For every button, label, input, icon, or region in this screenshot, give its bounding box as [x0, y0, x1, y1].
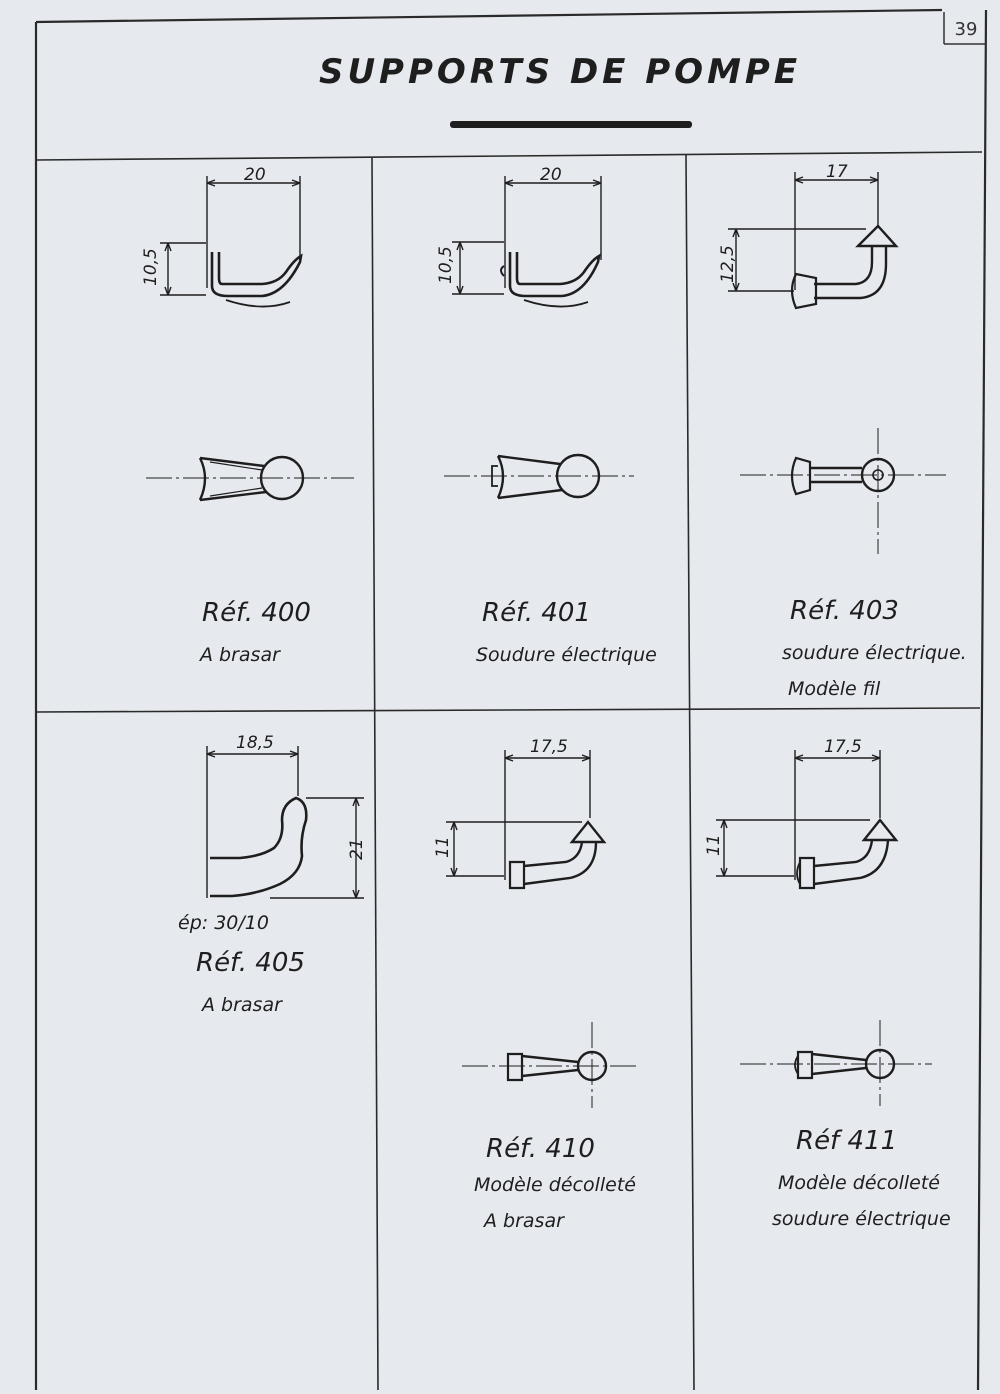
ref-400-dim-height: 10,5	[141, 248, 161, 286]
page-number: 39	[954, 19, 978, 40]
page-number-box	[943, 12, 986, 45]
ref-405-thickness: ép: 30/10	[178, 912, 269, 934]
ref-405-dim-width: 18,5	[236, 733, 274, 753]
ref-411-label: Réf 411	[796, 1126, 898, 1156]
ref-410-side-view	[446, 750, 607, 890]
ref-401-top-view	[444, 453, 634, 500]
ref-411-side-view	[716, 750, 899, 890]
ref-411-note-process: soudure électrique	[772, 1208, 951, 1230]
ref-403-note-model: Modèle fil	[788, 678, 881, 700]
ref-411-top-view	[740, 1020, 932, 1106]
ref-400-label: Réf. 400	[202, 598, 311, 628]
ref-410-note-model: Modèle décolleté	[474, 1174, 636, 1196]
ref-401-dim-width: 20	[540, 165, 562, 185]
ref-410-label: Réf. 410	[486, 1134, 595, 1164]
ref-411-dim-width: 17,5	[824, 737, 862, 757]
ref-400-side-view	[160, 176, 303, 308]
ref-403-note-process: soudure électrique.	[782, 642, 967, 664]
ref-400-dim-width: 20	[244, 165, 266, 185]
ref-411-note-model: Modèle décolleté	[778, 1172, 940, 1194]
ref-410-dim-height: 11	[433, 836, 453, 858]
ref-405-label: Réf. 405	[196, 948, 305, 978]
ref-405-note: A brasar	[202, 994, 282, 1016]
ref-403-dim-height: 12,5	[718, 245, 738, 283]
ref-405-dim-height: 21	[347, 838, 367, 860]
ref-403-side-view	[728, 172, 899, 310]
ref-410-top-view	[462, 1022, 636, 1108]
ref-401-label: Réf. 401	[482, 598, 591, 628]
ref-400-top-view	[146, 455, 354, 502]
ref-410-dim-width: 17,5	[530, 737, 568, 757]
outer-frame	[34, 8, 988, 1391]
ref-403-label: Réf. 403	[790, 596, 899, 626]
ref-410-note-process: A brasar	[484, 1210, 564, 1232]
ref-411-dim-height: 11	[704, 834, 724, 856]
ref-401-note: Soudure électrique	[476, 644, 657, 666]
ref-405-side-view	[206, 746, 364, 899]
ref-403-top-view	[740, 428, 946, 554]
ref-400-note: A brasar	[200, 644, 280, 666]
page-title: SUPPORTS DE POMPE	[318, 52, 802, 92]
title-underline	[450, 121, 692, 128]
ref-401-side-view	[452, 176, 602, 308]
ref-403-dim-width: 17	[826, 162, 848, 182]
grid-lines	[35, 151, 983, 1391]
ref-401-dim-height: 10,5	[436, 246, 456, 284]
